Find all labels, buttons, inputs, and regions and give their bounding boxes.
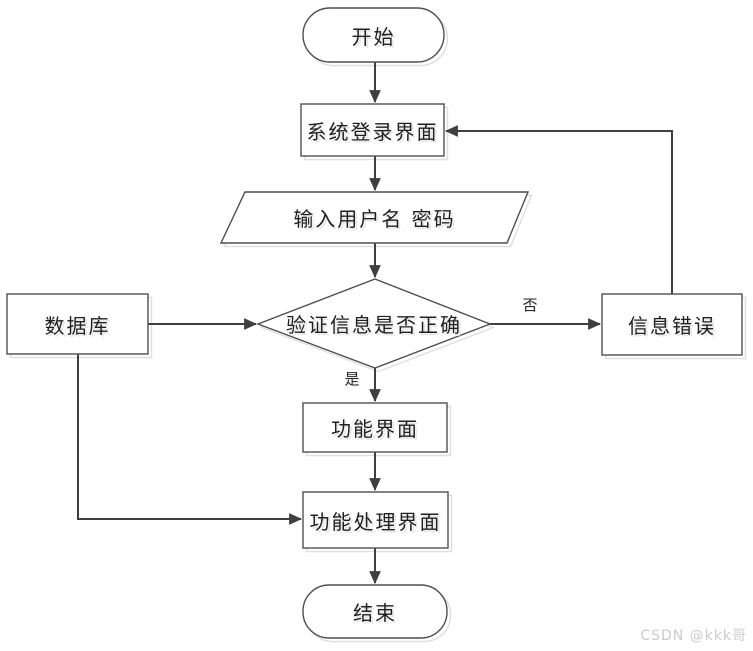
end-terminator-shape [302, 584, 448, 639]
connectors [77, 62, 673, 585]
node-shapes [6, 7, 743, 639]
edge-database-process [77, 354, 303, 525]
function-rect-shape [302, 402, 448, 453]
process-rect-shape [302, 491, 449, 549]
decision-diamond-shape [256, 278, 492, 369]
login-rect-shape [300, 103, 445, 157]
error-rect-shape [601, 293, 743, 356]
input-parallelogram-shape [219, 191, 530, 244]
database-rect-shape [6, 293, 149, 355]
edge-error-login [444, 125, 673, 294]
start-terminator-shape [302, 7, 445, 63]
